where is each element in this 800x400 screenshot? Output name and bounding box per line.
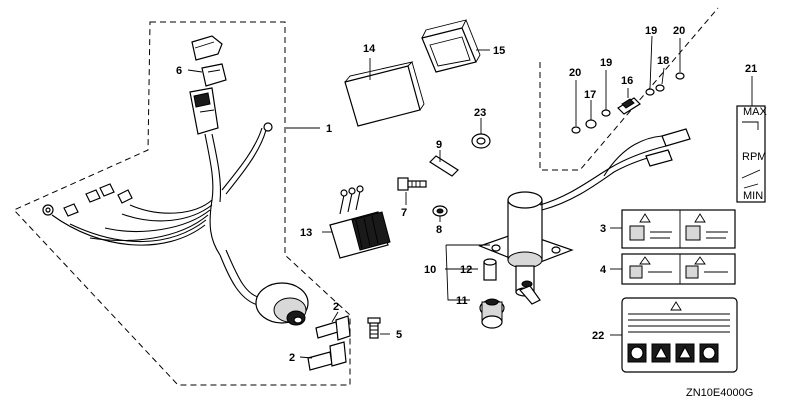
fuse bbox=[201, 63, 227, 87]
fuel-cut-solenoid bbox=[478, 191, 574, 305]
grommet-11 bbox=[479, 298, 505, 329]
control-unit-14 bbox=[344, 61, 425, 127]
o-ring-18 bbox=[655, 84, 665, 92]
bolt-7 bbox=[397, 177, 427, 191]
wire-harness bbox=[42, 122, 273, 306]
fuel-cut-kit-boundary bbox=[539, 7, 719, 171]
key-switch bbox=[255, 282, 309, 326]
ignition-key-upper bbox=[315, 315, 351, 341]
o-ring-17 bbox=[585, 119, 597, 129]
rectifier-13 bbox=[329, 185, 391, 259]
solenoid-leads bbox=[539, 128, 691, 211]
callout-9: 9 bbox=[436, 139, 442, 151]
callout-4: 4 bbox=[600, 264, 607, 276]
callout-15: 15 bbox=[493, 45, 505, 57]
fuel-jet-16 bbox=[617, 97, 641, 115]
fuse-holder-body bbox=[189, 87, 219, 135]
callout-2-lower: 2 bbox=[289, 352, 295, 364]
callout-7: 7 bbox=[401, 207, 407, 219]
callout-8: 8 bbox=[436, 224, 442, 236]
throttle-decal-21: MAX RPM MIN bbox=[736, 105, 768, 203]
callout-19-left: 19 bbox=[600, 57, 612, 69]
callout-12: 12 bbox=[460, 264, 472, 276]
washer-20-right bbox=[675, 72, 685, 80]
callout-11: 11 bbox=[456, 295, 468, 307]
callout-16: 16 bbox=[621, 75, 633, 87]
spacer-12 bbox=[483, 258, 497, 281]
bolt-5 bbox=[367, 317, 381, 339]
callout-6: 6 bbox=[176, 65, 182, 77]
decal-min-text: MIN bbox=[743, 190, 763, 202]
callout-13: 13 bbox=[300, 227, 312, 239]
callout-17: 17 bbox=[584, 89, 596, 101]
caution-label-4 bbox=[621, 253, 736, 285]
unit-cover-15 bbox=[421, 19, 481, 73]
caution-label-3 bbox=[621, 209, 736, 249]
callout-2-upper: 2 bbox=[333, 301, 339, 313]
decal-rpm-text: RPM bbox=[742, 151, 766, 163]
callout-1: 1 bbox=[326, 123, 332, 135]
ignition-key-lower bbox=[307, 341, 347, 371]
harness-assembly-boundary bbox=[13, 21, 351, 386]
washer-20-left bbox=[571, 126, 581, 134]
warning-label-22 bbox=[621, 297, 738, 373]
fuse-cap bbox=[191, 35, 223, 61]
callout-10: 10 bbox=[424, 264, 436, 276]
pin-9 bbox=[429, 155, 459, 177]
callout-3: 3 bbox=[600, 223, 606, 235]
callout-19-right: 19 bbox=[645, 25, 657, 37]
callout-5: 5 bbox=[396, 329, 402, 341]
decal-max-text: MAX bbox=[743, 106, 768, 118]
diagram-code: ZN10E4000G bbox=[686, 387, 753, 399]
callout-21: 21 bbox=[745, 63, 757, 75]
callout-22: 22 bbox=[592, 330, 604, 342]
callout-20-right: 20 bbox=[673, 25, 685, 37]
callout-20-left: 20 bbox=[569, 67, 581, 79]
washer-19-right bbox=[645, 88, 655, 96]
callout-14: 14 bbox=[363, 43, 376, 55]
callout-18: 18 bbox=[657, 55, 669, 67]
leader-lines bbox=[187, 35, 753, 359]
washer-23 bbox=[471, 133, 491, 149]
washer-19-left bbox=[601, 109, 611, 117]
washer-8 bbox=[432, 205, 448, 217]
callout-23: 23 bbox=[474, 107, 486, 119]
